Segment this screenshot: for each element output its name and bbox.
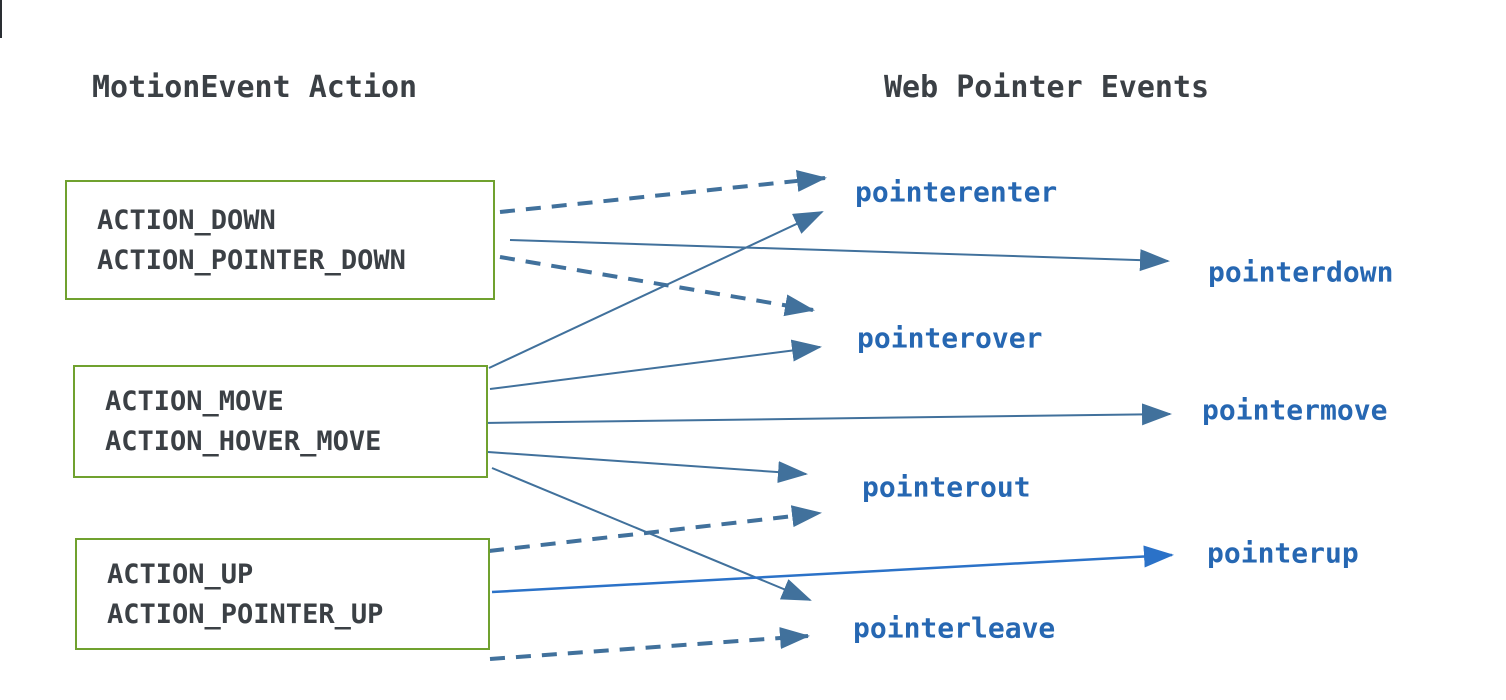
edge-move-pointermove [482,403,1172,426]
action-label: ACTION_POINTER_DOWN [97,244,406,276]
edge-up-pointerup [491,545,1174,594]
column-header-pointer-events: Web Pointer Events [884,70,1210,105]
edge-down-pointerover [499,255,815,317]
event-label-pointerup: pointerup [1207,536,1359,570]
event-label-pointerenter: pointerenter [855,175,1058,209]
edge-up-pointerout [488,505,822,553]
event-label-pointerleave: pointerleave [853,611,1056,645]
action-label: ACTION_UP [107,558,254,590]
edge-down-pointerenter [499,169,827,214]
edge-down-pointerdown [509,239,1170,272]
event-label-pointerdown: pointerdown [1208,255,1394,289]
event-label-pointerover: pointerover [857,321,1043,355]
event-label-pointermove: pointermove [1202,393,1388,427]
event-label-pointerout: pointerout [862,470,1031,504]
screen-edge-artifact [0,0,2,38]
edge-move-pointerenter [488,211,824,369]
action-box-up: ACTION_UP ACTION_POINTER_UP [75,538,490,650]
action-label: ACTION_DOWN [97,204,276,236]
action-label: ACTION_HOVER_MOVE [105,426,382,457]
action-label: ACTION_MOVE [105,386,284,417]
action-box-down: ACTION_DOWN ACTION_POINTER_DOWN [65,180,495,300]
edge-move-pointerout [487,451,808,484]
action-label: ACTION_POINTER_UP [107,598,384,630]
edge-up-pointerleave [489,627,810,661]
action-box-move: ACTION_MOVE ACTION_HOVER_MOVE [73,365,488,478]
column-header-motionevent: MotionEvent Action [92,70,418,105]
edge-move-pointerover [489,339,822,390]
